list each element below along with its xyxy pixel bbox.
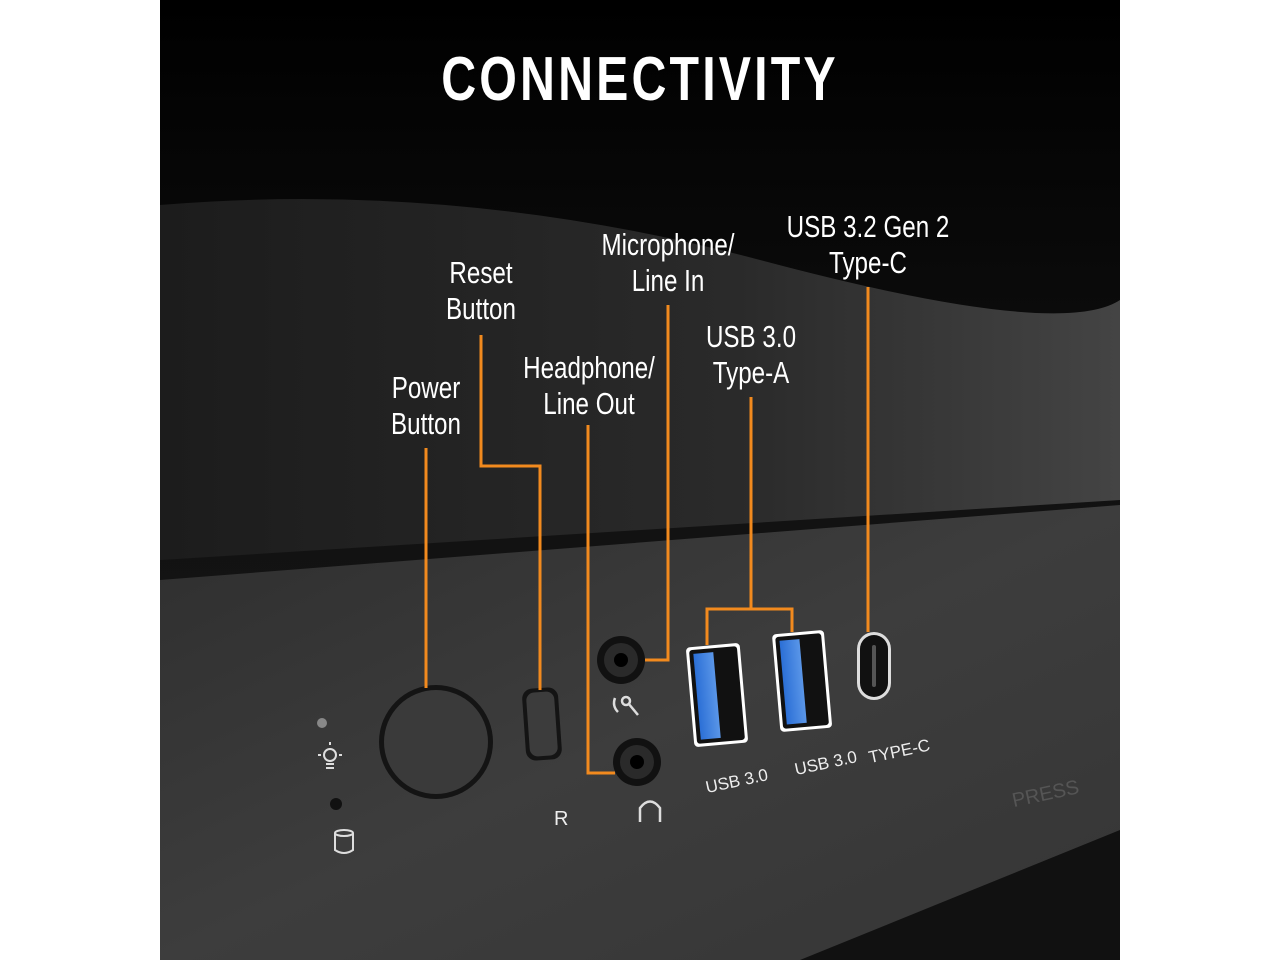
- callout-line-2: Button: [391, 406, 461, 441]
- power-button-callout: Power Button: [332, 370, 519, 442]
- callout-lines: [424, 287, 870, 775]
- callout-line-2: Type-A: [712, 355, 790, 390]
- callout-line-2: Line In: [631, 263, 705, 298]
- callout-line-1: Headphone/: [523, 350, 655, 385]
- hdd-icon: [334, 829, 354, 854]
- headphone-callout-line: [586, 425, 615, 775]
- light-bulb-icon: [318, 742, 342, 769]
- callout-line-1: Power: [391, 370, 461, 405]
- callout-line-1: Reset: [449, 255, 513, 290]
- callout-line-2: Type-C: [829, 245, 907, 280]
- headphone-icon: [638, 800, 662, 822]
- microphone-jack: [597, 636, 645, 684]
- usb-c-port: [857, 632, 891, 700]
- callout-line-1: Microphone/: [601, 227, 735, 262]
- usb-a-port-2: [772, 630, 832, 732]
- product-photo: CONNECTIVITY Power Button Reset Button H…: [160, 0, 1120, 960]
- power-led: [317, 718, 327, 728]
- usb-a-port-1: [686, 643, 748, 747]
- headphone-callout: Headphone/ Line Out: [495, 350, 682, 422]
- microphone-icon: [612, 695, 639, 716]
- headphone-jack: [613, 738, 661, 786]
- callout-line-1: USB 3.0: [705, 319, 797, 354]
- callout-line-2: Button: [446, 291, 516, 326]
- callout-line-2: Line Out: [543, 386, 635, 421]
- reset-callout-line: [479, 335, 542, 690]
- callout-line-1: USB 3.2 Gen 2: [786, 209, 950, 244]
- page-title: CONNECTIVITY: [441, 45, 839, 114]
- front-panel-illustration: [160, 0, 1120, 960]
- usb-a-callout: USB 3.0 Type-A: [657, 319, 844, 391]
- microphone-callout: Microphone/ Line In: [574, 227, 761, 299]
- front-panel: [160, 505, 1120, 960]
- usb-c-callout: USB 3.2 Gen 2 Type-C: [774, 209, 961, 281]
- microphone-callout-line: [645, 305, 670, 662]
- usb-a-bracket: [705, 607, 794, 645]
- panel-bottom-edge: [800, 830, 1120, 960]
- reset-button-callout: Reset Button: [387, 255, 574, 327]
- hdd-led: [330, 798, 342, 810]
- top-mesh: [160, 199, 1120, 561]
- reset-port-label: R: [554, 808, 569, 830]
